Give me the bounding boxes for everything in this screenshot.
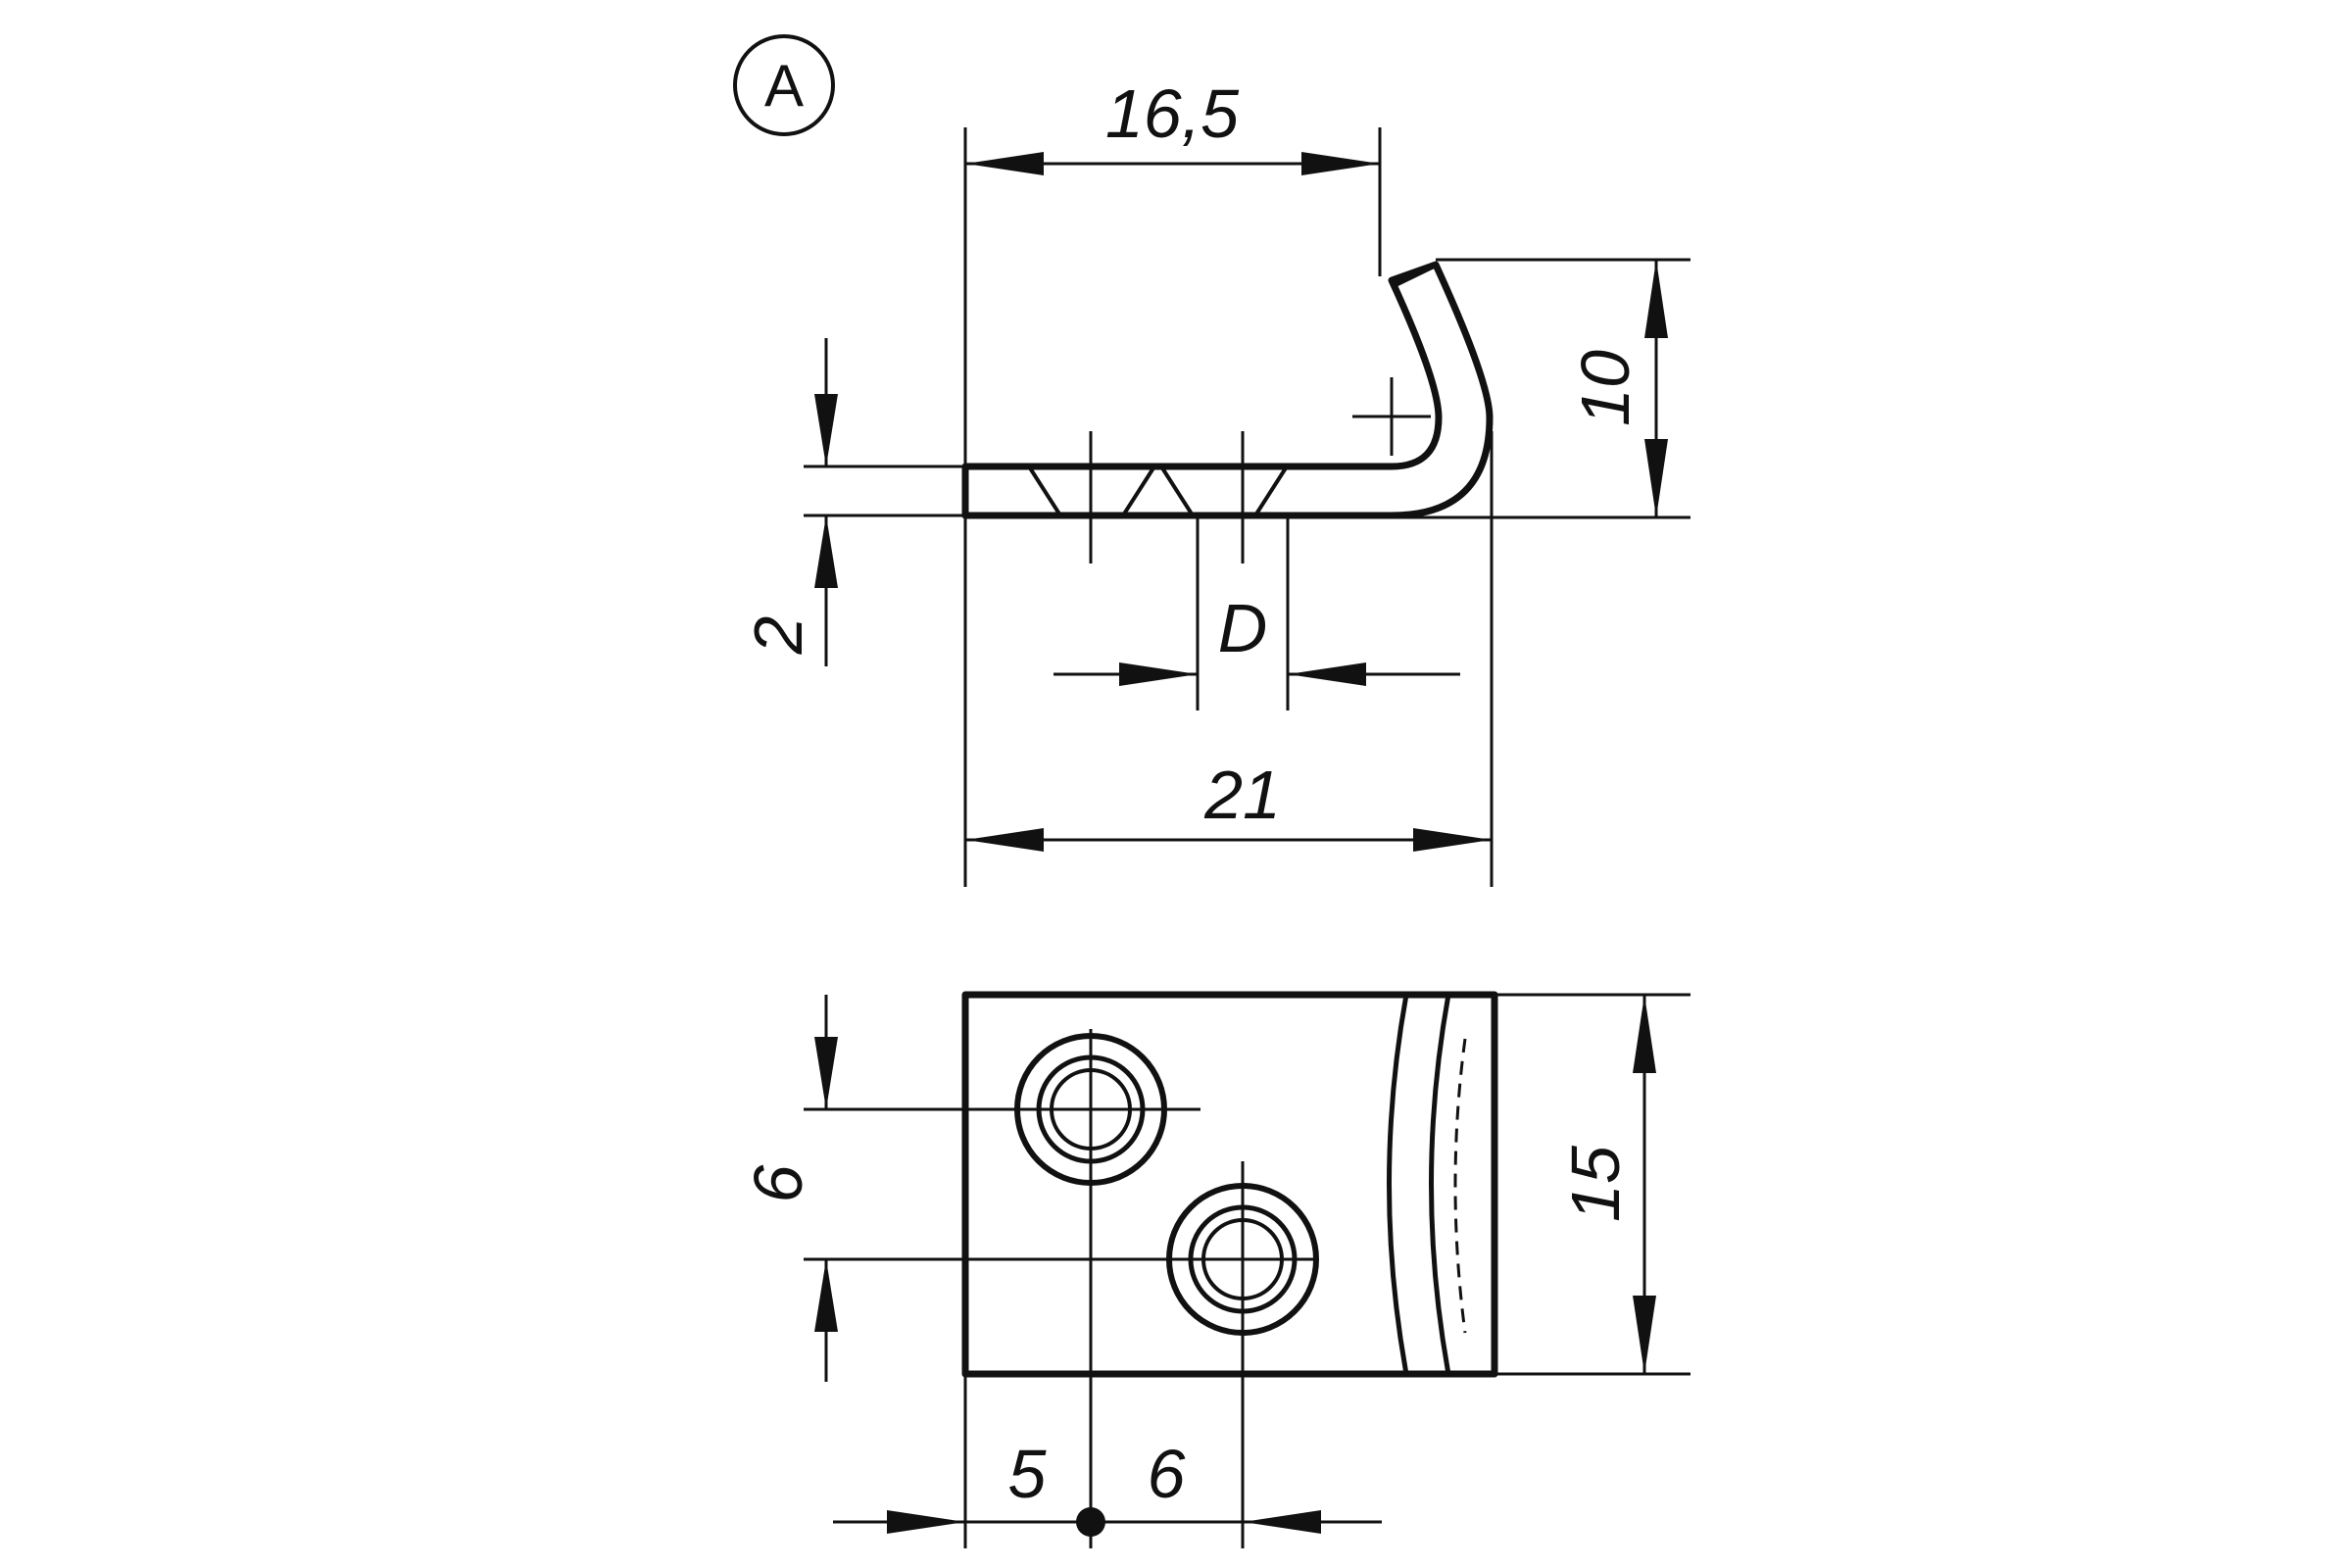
dim-length-to-bend: 16,5 (1105, 75, 1240, 152)
side-view-outline (961, 261, 1494, 519)
dim-hole-offset-y: 6 (740, 1164, 816, 1202)
dim-height: 10 (1567, 350, 1643, 426)
view-marker: A (733, 34, 835, 136)
dim-hole-diameter: D (1218, 590, 1268, 666)
dim-thickness: 2 (740, 616, 816, 656)
dim-length-total: 21 (1203, 757, 1281, 833)
dim-hole-offset-x-first: 5 (1008, 1436, 1048, 1512)
side-view: 16,5 10 2 D 21 (740, 75, 1690, 887)
dim-width: 15 (1557, 1145, 1634, 1222)
dim-hole-spacing-x: 6 (1148, 1436, 1186, 1512)
view-marker-label: A (764, 53, 804, 119)
countersink-2 (1159, 465, 1289, 517)
top-view: 6 15 5 6 (740, 991, 1690, 1548)
